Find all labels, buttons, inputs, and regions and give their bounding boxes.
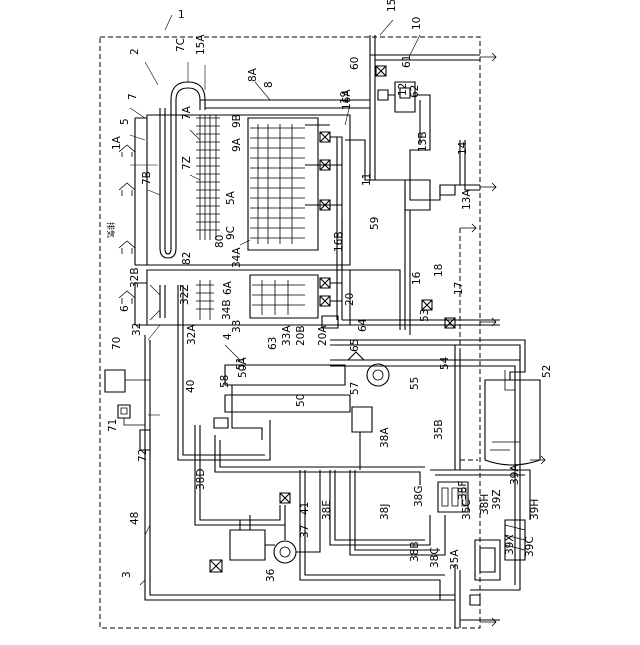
ref-label: 38E	[322, 500, 333, 520]
ref-label: 52	[542, 365, 553, 378]
ref-label: 63	[268, 337, 279, 350]
ref-label: 17	[454, 282, 465, 295]
ref-label: 62	[410, 85, 421, 98]
ref-label: 48	[130, 512, 141, 525]
ref-label: 8	[264, 81, 275, 88]
ref-label: 20	[345, 293, 356, 306]
ref-label: 37	[300, 525, 311, 538]
ref-label: 80	[215, 235, 226, 248]
ref-label: 32Z	[180, 284, 191, 305]
ref-label: 13B	[418, 131, 429, 152]
ref-label: 41	[300, 502, 311, 515]
ref-label: 33	[232, 320, 243, 333]
ref-label: 7A	[182, 106, 193, 120]
ref-label: 18	[434, 264, 445, 277]
ref-label: 54	[440, 357, 451, 370]
ref-label: 5	[120, 118, 131, 125]
bottom-circuit	[210, 470, 320, 572]
ref-label: 39H	[530, 499, 541, 520]
ref-label: 7C	[176, 38, 187, 52]
ref-label: 7Z	[182, 156, 193, 170]
gas-valves	[320, 132, 342, 320]
ref-label: 15A	[196, 34, 207, 55]
ref-label: 38J	[380, 504, 391, 520]
ref-label: 70	[112, 337, 123, 350]
controller-units	[105, 370, 150, 450]
heating-circuit	[214, 340, 525, 470]
ref-label: 58	[220, 375, 231, 388]
ref-label: 71	[108, 419, 119, 432]
ref-label: 64	[358, 319, 369, 332]
ref-label: 35C	[462, 499, 473, 520]
ref-label: 35A	[450, 549, 461, 570]
ref-label: 20B	[296, 325, 307, 346]
ref-label: 32B	[130, 267, 141, 288]
ref-label: 61	[402, 55, 413, 68]
ref-label: 32A	[187, 324, 198, 345]
ref-label: 35B	[434, 419, 445, 440]
ref-label: 38C	[430, 547, 441, 568]
ref-label: 7B	[142, 171, 153, 185]
ref-label: 9C	[226, 226, 237, 240]
ref-label: 1A	[112, 136, 123, 150]
exhaust-caption: 排気	[106, 222, 116, 238]
ref-label: 39C	[525, 536, 536, 557]
ref-label: 38H	[480, 494, 491, 515]
ref-label: 10	[412, 17, 423, 30]
ref-label: 38B	[410, 541, 421, 562]
ref-label: 57	[350, 382, 361, 395]
ref-label: 15B	[387, 0, 398, 12]
ref-label: 8A	[248, 68, 259, 82]
ref-label: 34B	[222, 299, 233, 320]
ref-label: 9A	[232, 138, 243, 152]
ref-label: 38G	[414, 486, 425, 508]
burner-bank-lower	[250, 275, 318, 318]
ref-label: 38F	[458, 481, 469, 500]
ref-label: 39A	[510, 464, 521, 485]
ref-label: 33A	[282, 325, 293, 346]
ref-label: 65	[350, 339, 361, 352]
ref-label: 4	[223, 333, 234, 340]
ref-label: 1	[178, 10, 185, 21]
ref-label: 32	[132, 323, 143, 336]
ref-label: 11	[362, 173, 373, 186]
ref-label: 13A	[462, 189, 473, 210]
ref-label: 2	[130, 48, 141, 55]
ref-label: 14	[458, 142, 469, 155]
burner-bank-upper	[248, 118, 330, 250]
ref-label: 19	[340, 91, 351, 104]
ref-label: 12	[398, 83, 409, 96]
ref-label: 40	[186, 380, 197, 393]
ref-label: 9B	[232, 114, 243, 128]
ref-label: 59	[370, 217, 381, 230]
ref-label: 3	[122, 571, 133, 578]
ref-label: 51	[236, 357, 247, 370]
ref-label: 38A	[380, 427, 391, 448]
ref-label: 39Z	[492, 489, 503, 510]
ref-label: 36	[266, 569, 277, 582]
ref-label: 20A	[318, 325, 329, 346]
ref-label: 7	[128, 93, 139, 100]
ref-label: 50	[296, 394, 307, 407]
ref-label: 34A	[232, 247, 243, 268]
ref-label: 16	[412, 272, 423, 285]
ref-label: 38D	[196, 469, 207, 490]
ref-label: 6A	[223, 281, 234, 295]
ref-label: 5A	[226, 191, 237, 205]
ref-label: 82	[182, 252, 193, 265]
ref-label: 55	[410, 377, 421, 390]
ref-label: 72	[138, 449, 149, 462]
pipes-11-12-59	[342, 190, 410, 335]
inner-partition-border	[460, 228, 478, 460]
ref-label: 53	[420, 309, 431, 322]
ref-label: 6	[120, 305, 131, 312]
tank-52	[485, 370, 540, 465]
ref-label: 39X	[505, 534, 516, 555]
ref-label: 16B	[334, 231, 345, 252]
ref-label: 60	[350, 57, 361, 70]
